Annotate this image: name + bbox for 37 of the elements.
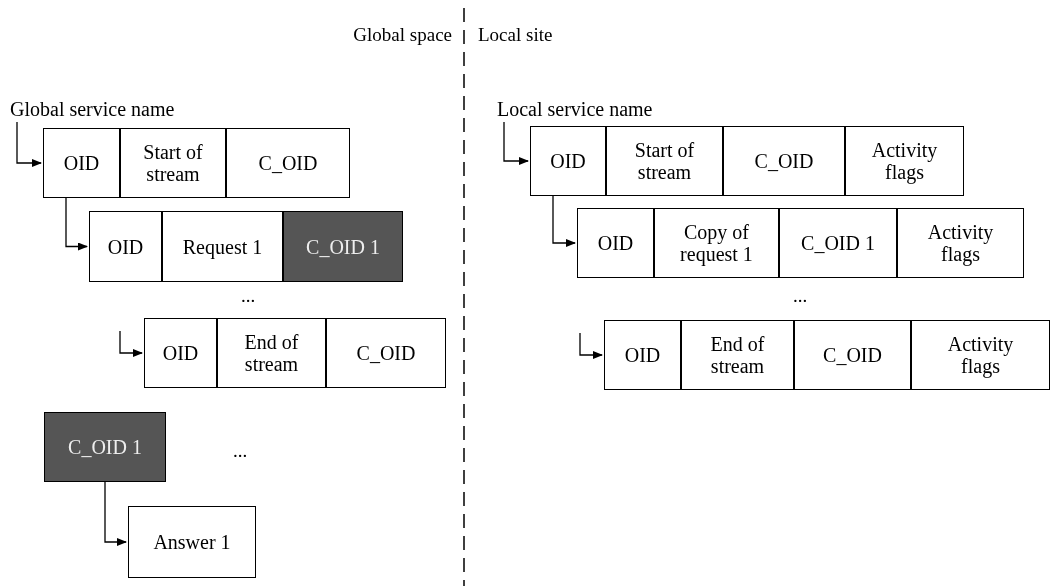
arrow	[503, 121, 529, 165]
record-field-cell: OID	[577, 208, 654, 278]
ellipsis: ...	[232, 440, 248, 462]
arrow	[552, 195, 576, 247]
ellipsis: ...	[240, 285, 256, 307]
record-field-cell: Copy of request 1	[654, 208, 779, 278]
highlighted-field-cell: C_OID 1	[283, 211, 403, 282]
arrow	[104, 481, 127, 546]
ellipsis: ...	[792, 285, 808, 307]
arrow	[119, 330, 143, 357]
record-field-cell: C_OID	[226, 128, 350, 198]
record-field-cell: Activity flags	[845, 126, 964, 196]
record-field-cell: C_OID 1	[779, 208, 897, 278]
record-field-cell: C_OID	[794, 320, 911, 390]
heading-label: Local site	[478, 24, 553, 46]
arrow	[16, 121, 42, 167]
record-field-cell: Start of stream	[120, 128, 226, 198]
record-field-cell: C_OID	[326, 318, 446, 388]
record-field-cell: OID	[89, 211, 162, 282]
record-field-cell: Activity flags	[911, 320, 1050, 390]
record-field-cell: Start of stream	[606, 126, 723, 196]
record-field-cell: Activity flags	[897, 208, 1024, 278]
heading-label: Global space	[353, 24, 452, 46]
record-field-cell: End of stream	[217, 318, 326, 388]
record-field-cell: Answer 1	[128, 506, 256, 578]
highlighted-field-cell: C_OID 1	[44, 412, 166, 482]
service-name-text: Global service name	[10, 98, 175, 121]
record-field-cell: OID	[530, 126, 606, 196]
arrow	[65, 197, 88, 251]
record-field-cell: Request 1	[162, 211, 283, 282]
record-field-cell: C_OID	[723, 126, 845, 196]
arrow	[579, 332, 603, 359]
record-field-cell: OID	[604, 320, 681, 390]
service-name-text: Local service name	[497, 98, 653, 121]
record-field-cell: OID	[144, 318, 217, 388]
record-field-cell: End of stream	[681, 320, 794, 390]
record-field-cell: OID	[43, 128, 120, 198]
